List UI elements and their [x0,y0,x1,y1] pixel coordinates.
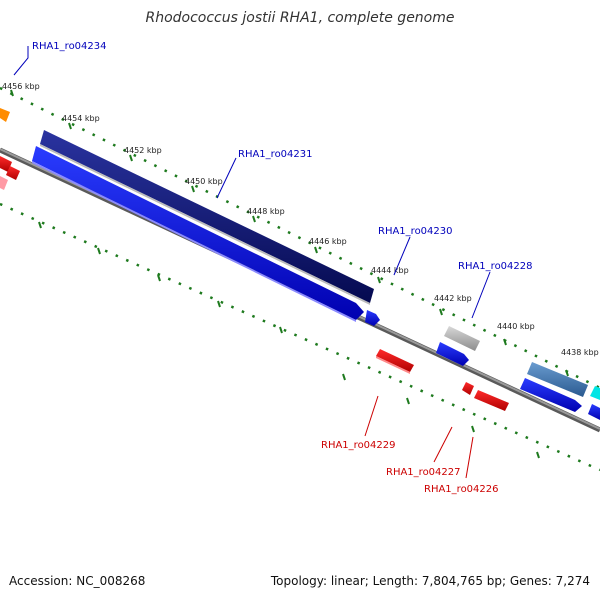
kbp-label: 4454 kbp [62,114,100,123]
forward-gene-long[interactable] [32,146,364,322]
kbp-label: 4442 kbp [434,294,472,303]
kbp-label: 4444 kbp [371,266,409,275]
map-title: Rhodococcus jostii RHA1, complete genome [145,10,455,26]
forward-gene-labels: RHA1_ro04234 RHA1_ro04231 RHA1_ro04230 R… [32,41,533,272]
cyan-cds[interactable] [590,386,600,400]
forward-gene-small-a[interactable] [365,310,380,326]
accession-text: Accession: NC_008268 [9,574,146,588]
gene-label[interactable]: RHA1_ro04229 [321,440,396,451]
orange-cds-left-edge[interactable] [0,108,10,122]
major-ticks-inner [38,221,540,459]
gene-label[interactable]: RHA1_ro04231 [238,149,313,160]
kbp-labels: 4456 kbp 4454 kbp 4452 kbp 4450 kbp 4448… [2,82,599,357]
gene-label[interactable]: RHA1_ro04227 [386,467,461,478]
reverse-gene-b[interactable] [474,390,509,411]
forward-gene-right[interactable] [520,378,582,412]
cds-bar-dark[interactable] [40,130,374,305]
kbp-label: 4446 kbp [309,237,347,246]
kbp-label: 4456 kbp [2,82,40,91]
reverse-gene-small[interactable] [462,382,474,395]
pink-cds-left-edge[interactable] [0,176,8,190]
reverse-gene-labels: RHA1_ro04229 RHA1_ro04227 RHA1_ro04226 [321,440,499,495]
kbp-label: 4440 kbp [497,322,535,331]
tick-track-inner [0,202,600,472]
reverse-gene-a[interactable] [376,349,414,374]
gray-cds[interactable] [444,326,480,351]
reverse-callouts [364,395,474,479]
kbp-label: 4450 kbp [185,177,223,186]
forward-callouts [13,46,491,319]
forward-gene-edge[interactable] [588,404,600,420]
forward-gene-small-b[interactable] [436,342,469,366]
gene-label[interactable]: RHA1_ro04228 [458,261,533,272]
steel-cds[interactable] [527,362,588,397]
genome-stats-text: Topology: linear; Length: 7,804,765 bp; … [270,574,590,588]
reverse-gene-left-edge[interactable] [0,156,12,172]
kbp-label: 4452 kbp [124,146,162,155]
major-ticks-outer [10,89,569,377]
gene-label[interactable]: RHA1_ro04234 [32,41,107,52]
gene-label[interactable]: RHA1_ro04230 [378,226,453,237]
kbp-label: 4438 kbp [561,348,599,357]
tick-track-outer [0,86,600,390]
kbp-label: 4448 kbp [247,207,285,216]
reverse-gene-left-edge-b[interactable] [6,166,20,180]
gene-label[interactable]: RHA1_ro04226 [424,484,499,495]
